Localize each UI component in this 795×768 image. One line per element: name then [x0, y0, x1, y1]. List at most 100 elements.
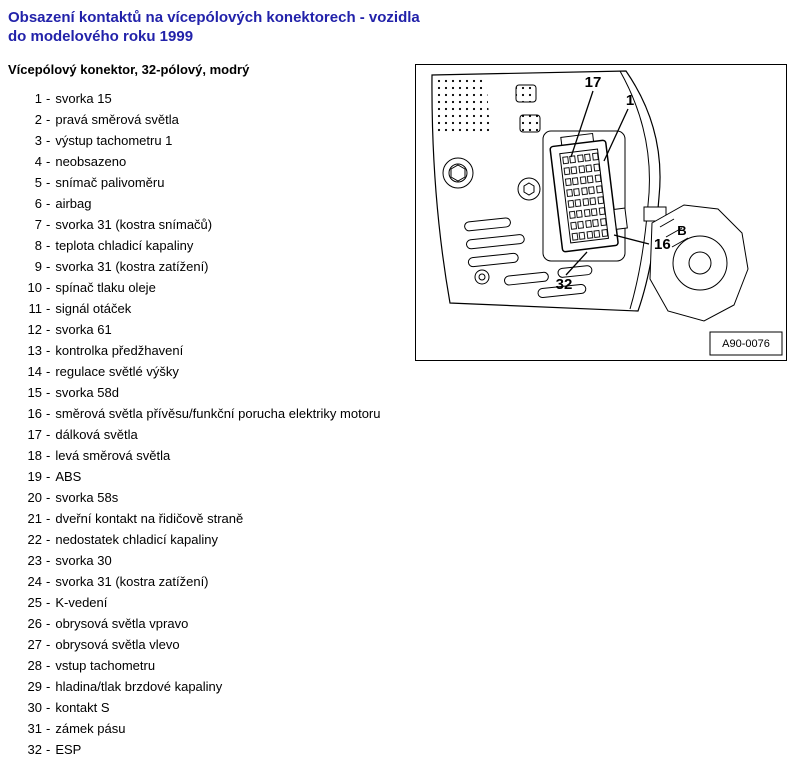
pin-label: levá směrová světla: [55, 448, 171, 463]
pin-separator: -: [46, 448, 51, 463]
pin-row: 1 - svorka 15: [8, 88, 408, 109]
pin-label: ESP: [55, 742, 82, 757]
pin-separator: -: [46, 217, 51, 232]
pin-separator: -: [46, 637, 51, 652]
pin-number: 19: [27, 469, 42, 484]
pin-separator: -: [46, 259, 51, 274]
pin-row: 19 - ABS: [8, 466, 408, 487]
pin-separator: -: [46, 595, 51, 610]
pin-row: 21 - dveřní kontakt na řidičově straně: [8, 508, 408, 529]
pin-label: svorka 31 (kostra snímačů): [55, 217, 213, 232]
pin-row: 5 - snímač palivoměru: [8, 172, 408, 193]
pin-number: 14: [27, 364, 42, 379]
pin-number: 32: [27, 742, 42, 757]
pin-label: svorka 15: [55, 91, 112, 106]
pin-row: 16 - směrová světla přívěsu/funkční poru…: [8, 403, 408, 424]
pin-separator: -: [46, 574, 51, 589]
connector-diagram: B 17 1 16 32 A90-0076: [431, 70, 783, 356]
stipple-area: [434, 75, 490, 136]
pin-separator: -: [46, 301, 51, 316]
pin-separator: -: [46, 238, 51, 253]
pin-separator: -: [46, 511, 51, 526]
pin-separator: -: [46, 469, 51, 484]
pin-label: svorka 58s: [55, 490, 119, 505]
pin-separator: -: [46, 280, 51, 295]
pin-label: obrysová světla vlevo: [55, 637, 180, 652]
pin-label: snímač palivoměru: [55, 175, 165, 190]
pin-separator: -: [46, 532, 51, 547]
pin-boss: [474, 269, 490, 285]
pin-label: kontrolka předžhavení: [55, 343, 184, 358]
pin-label: teplota chladicí kapaliny: [55, 238, 194, 253]
callout-16: 16: [654, 236, 671, 253]
pin-label: výstup tachometru 1: [55, 133, 173, 148]
pin-row: 30 - kontakt S: [8, 697, 408, 718]
pin-label: regulace světlé výšky: [55, 364, 179, 379]
figure-code-box: [709, 331, 783, 356]
pin-row: 18 - levá směrová světla: [8, 445, 408, 466]
pin-separator: -: [46, 154, 51, 169]
pin-number: 3: [34, 133, 42, 148]
pin-label: zámek pásu: [55, 721, 126, 736]
pin-separator: -: [46, 742, 51, 757]
pin-number: 21: [27, 511, 42, 526]
pin-row: 20 - svorka 58s: [8, 487, 408, 508]
pin-number: 30: [27, 700, 42, 715]
pin-number: 10: [27, 280, 42, 295]
pin-row: 23 - svorka 30: [8, 550, 408, 571]
pin-label: K-vedení: [55, 595, 108, 610]
pin-number: 4: [34, 154, 42, 169]
pin-number: 6: [34, 196, 42, 211]
pin-number: 24: [27, 574, 42, 589]
pin-separator: -: [46, 112, 51, 127]
adjacent-component: [643, 204, 749, 322]
pin-number: 29: [27, 679, 42, 694]
pin-number: 22: [27, 532, 42, 547]
pin-label: airbag: [55, 196, 92, 211]
pin-number: 15: [27, 385, 42, 400]
pin-separator: -: [46, 385, 51, 400]
pin-row: 25 - K-vedení: [8, 592, 408, 613]
pin-number: 2: [34, 112, 42, 127]
pin-row: 27 - obrysová světla vlevo: [8, 634, 408, 655]
connector-figure: B 17 1 16 32 A90-0076: [415, 64, 787, 361]
pin-label: neobsazeno: [55, 154, 127, 169]
pin-separator: -: [46, 616, 51, 631]
page-title: Obsazení kontaktů na vícepólových konekt…: [8, 8, 478, 46]
pin-number: 26: [27, 616, 42, 631]
figure-code: A90-0076: [722, 338, 770, 350]
pin-label: směrová světla přívěsu/funkční porucha e…: [55, 406, 381, 421]
pin-label: hladina/tlak brzdové kapaliny: [55, 679, 223, 694]
screw-boss-small: [517, 177, 541, 201]
pin-label: pravá směrová světla: [55, 112, 179, 127]
pin-row: 32 - ESP: [8, 739, 408, 760]
component-label-b: B: [677, 223, 686, 238]
pin-number: 31: [27, 721, 42, 736]
pin-label: svorka 31 (kostra zatížení): [55, 259, 209, 274]
pin-label: svorka 30: [55, 553, 112, 568]
pin-label: svorka 58d: [55, 385, 119, 400]
pin-number: 11: [28, 301, 43, 316]
pin-row: 3 - výstup tachometru 1: [8, 130, 408, 151]
page-title-line2: do modelového roku 1999: [8, 28, 194, 45]
connector-latch: [613, 207, 628, 230]
pin-separator: -: [46, 196, 51, 211]
pin-row: 8 - teplota chladicí kapaliny: [8, 235, 408, 256]
pin-row: 26 - obrysová světla vpravo: [8, 613, 408, 634]
connector-32pin: [549, 132, 628, 253]
pin-label: nedostatek chladicí kapaliny: [55, 532, 218, 547]
pin-list: 1 - svorka 15 2 - pravá směrová světla 3…: [8, 88, 408, 760]
pin-label: svorka 61: [55, 322, 112, 337]
pin-label: vstup tachometru: [55, 658, 156, 673]
callout-17: 17: [585, 74, 602, 91]
stipple-pad-2: [519, 114, 541, 133]
callout-1: 1: [626, 92, 634, 109]
pin-label: signál otáček: [55, 301, 132, 316]
pin-separator: -: [46, 721, 51, 736]
pin-number: 18: [27, 448, 42, 463]
pin-number: 1: [34, 91, 42, 106]
pin-number: 12: [27, 322, 42, 337]
pin-row: 9 - svorka 31 (kostra zatížení): [8, 256, 408, 277]
pin-number: 17: [27, 427, 42, 442]
